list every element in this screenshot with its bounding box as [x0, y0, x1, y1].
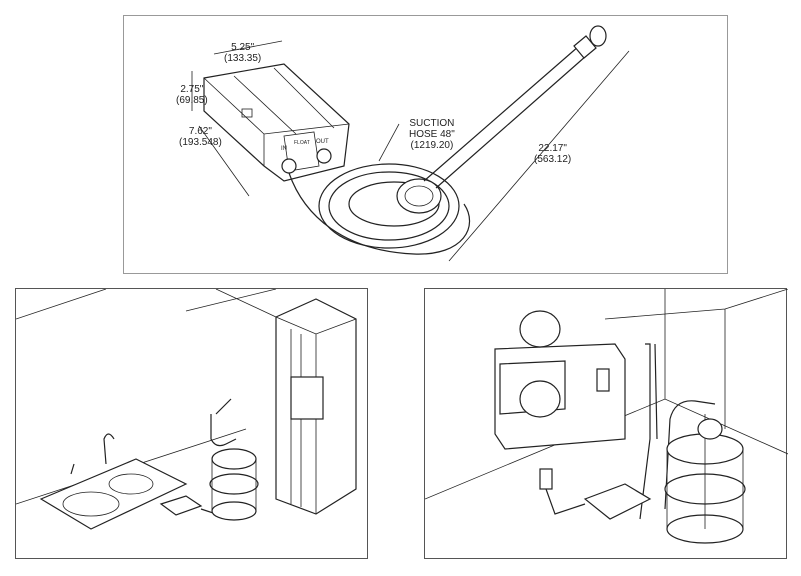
length-dimension: 7.62"(193.548) [179, 126, 222, 148]
port-float-label: FLOAT [294, 140, 310, 146]
height-dimension: 2.75"(69.85) [176, 84, 208, 106]
pump-and-hose-drawing [191, 25, 630, 262]
pump-dimension-diagram: 5.25"(133.35) 2.75"(69.85) 7.62"(193.548… [123, 15, 728, 274]
sink-and-refrigerator-drawing [16, 289, 357, 530]
wand-dimension: 22.17"(563.12) [534, 143, 572, 165]
port-in-label: IN [281, 146, 287, 152]
width-dimension: 5.25"(133.35) [224, 42, 262, 64]
coffee-brewer-installation-scene [424, 288, 788, 559]
sink-installation-scene [15, 288, 368, 559]
port-out-label: OUT [316, 139, 329, 145]
coffee-brewer-drawing [425, 289, 788, 544]
